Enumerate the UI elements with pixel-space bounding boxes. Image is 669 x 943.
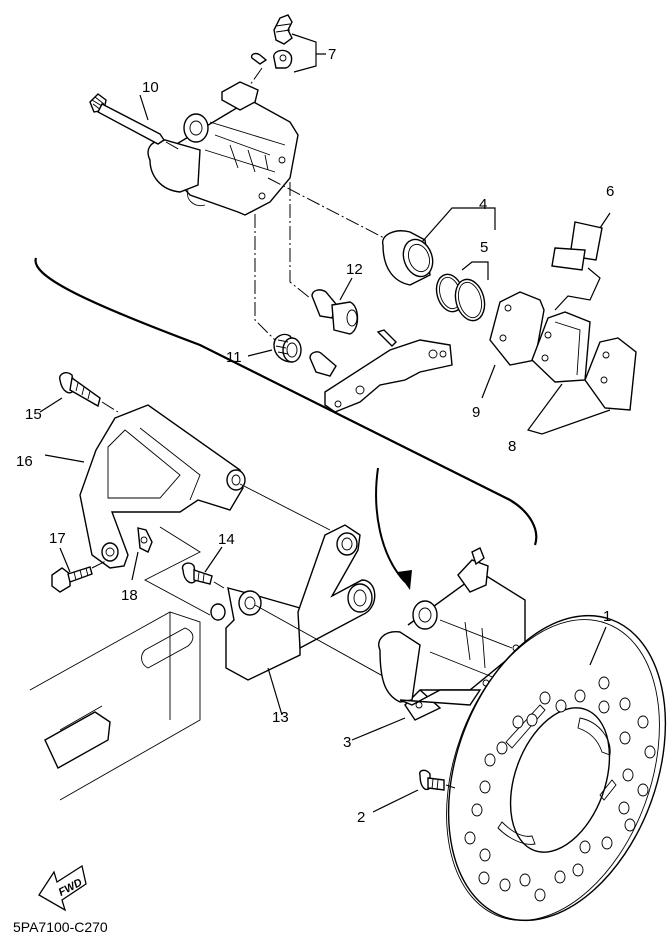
- caliper-pin: [311, 277, 359, 335]
- caliper-assembly: [351, 547, 526, 741]
- callout-2: 2: [357, 809, 365, 826]
- brake-pads: [527, 311, 637, 435]
- caliper-body-exploded: [147, 81, 299, 216]
- callout-6: 6: [606, 183, 614, 200]
- callout-1: 1: [603, 608, 611, 625]
- pad-shim: [481, 291, 545, 399]
- pad-pin: [89, 93, 181, 151]
- callout-16: 16: [16, 453, 33, 470]
- axis-line: [267, 177, 389, 241]
- leader-line-1: [589, 626, 607, 666]
- bleed-screw-set: [249, 14, 326, 86]
- callout-18: 18: [121, 587, 138, 604]
- drawing-code: 5PA7100-C270: [13, 919, 108, 935]
- vent-holes: [464, 676, 656, 902]
- callout-9: 9: [472, 404, 480, 421]
- disc-bolt: [372, 769, 456, 813]
- group-bracket-curve: [34, 257, 538, 546]
- nut-18: [131, 526, 211, 616]
- bolt-15: [39, 372, 119, 413]
- flange-bolt-17: [51, 547, 109, 593]
- piston: [381, 207, 496, 286]
- callout-10: 10: [142, 79, 159, 96]
- callout-17: 17: [49, 530, 66, 547]
- callout-15: 15: [25, 406, 42, 423]
- callout-11: 11: [226, 349, 242, 366]
- caliper-bracket-upper: [309, 329, 453, 413]
- axis-line: [289, 182, 311, 299]
- forward-direction-arrow-icon: FWD: [38, 864, 87, 912]
- axis-line: [254, 214, 276, 341]
- caliper-bracket: [210, 524, 409, 716]
- brake-disc: [446, 614, 667, 922]
- callout-14: 14: [218, 531, 235, 548]
- swingarm: [29, 611, 201, 801]
- bolt-14: [181, 546, 225, 589]
- callout-7: 7: [328, 46, 336, 63]
- piston-seals: [435, 261, 489, 322]
- callout-13: 13: [272, 709, 289, 726]
- callout-4: 4: [479, 196, 487, 213]
- callout-5: 5: [480, 239, 488, 256]
- callout-12: 12: [346, 261, 363, 278]
- pad-spring: [551, 212, 611, 311]
- assembly-arrow: [375, 467, 412, 590]
- callout-8: 8: [508, 438, 516, 455]
- disc-cover: [44, 404, 331, 569]
- callout-3: 3: [343, 734, 351, 751]
- boot: [247, 333, 302, 363]
